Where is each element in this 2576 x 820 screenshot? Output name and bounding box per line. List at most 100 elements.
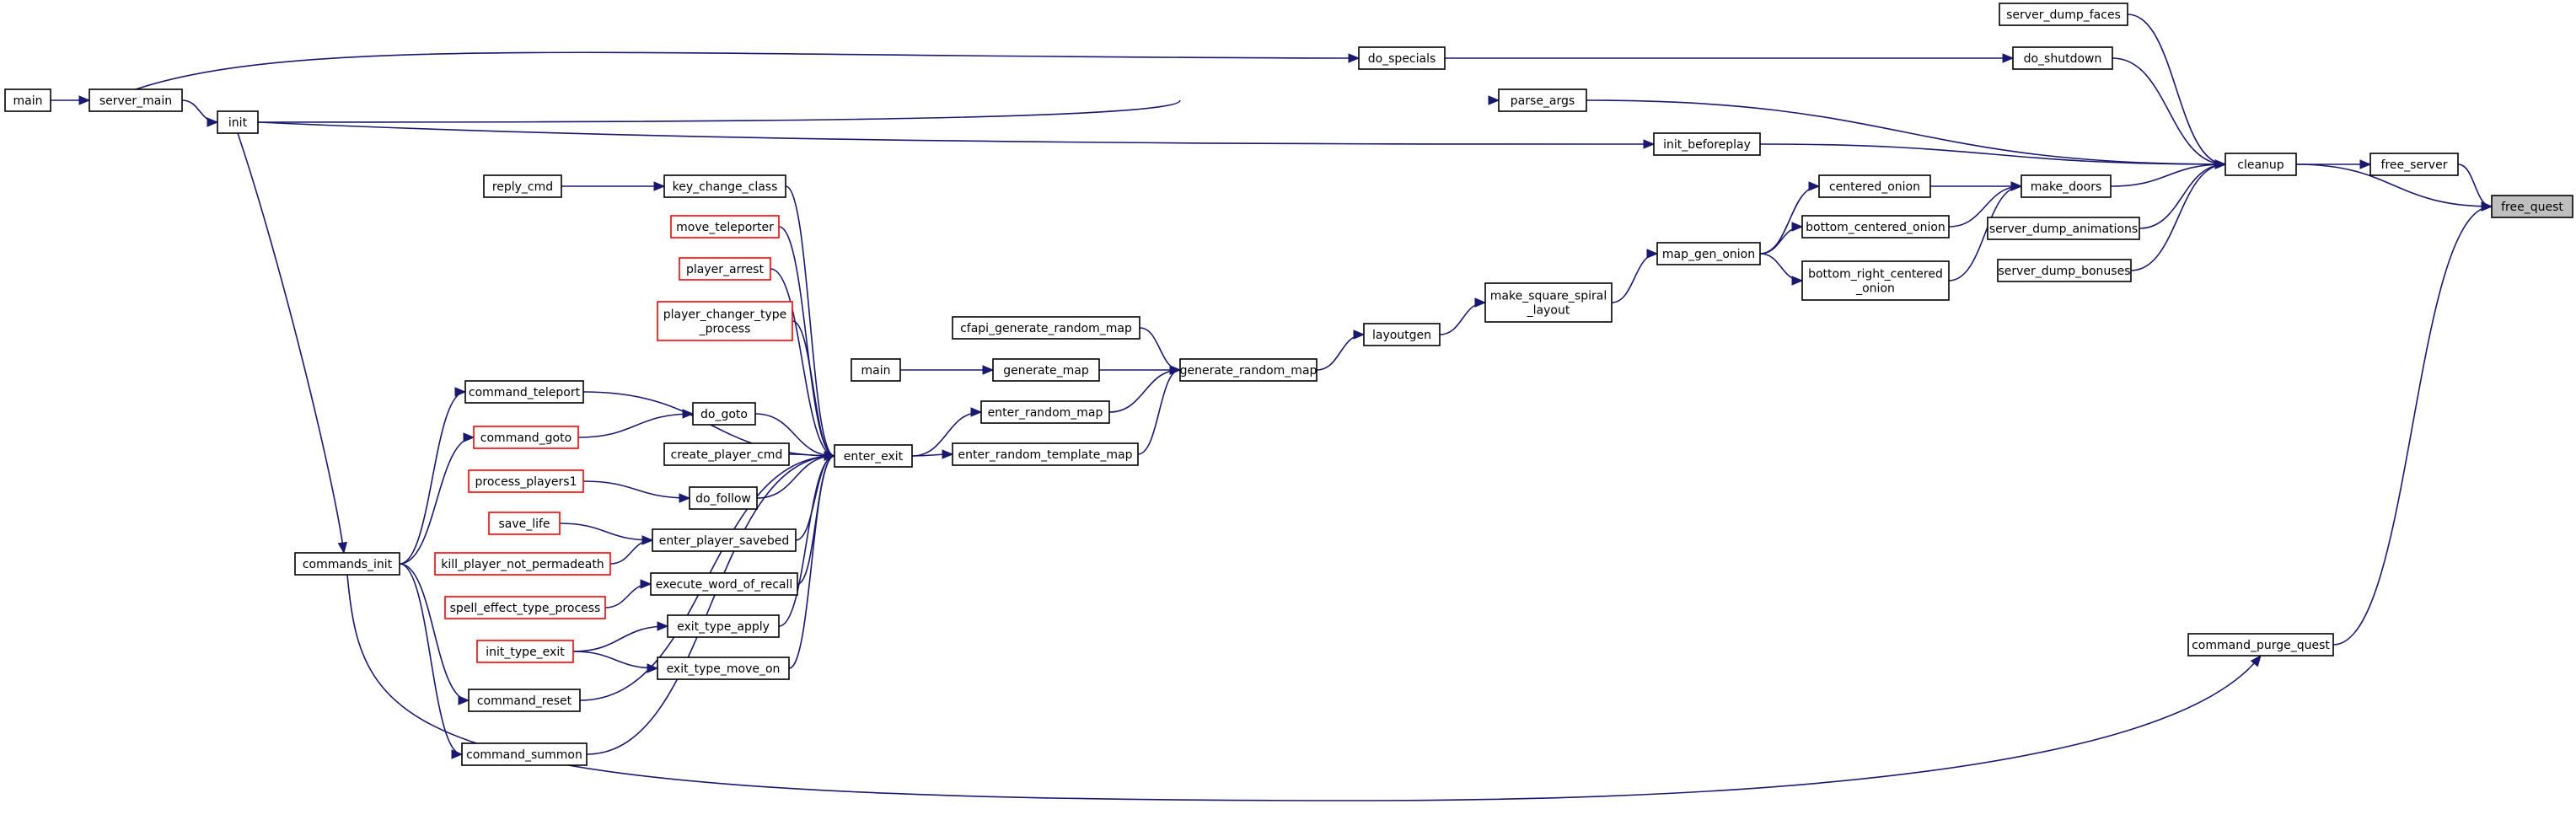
node-generate-map[interactable]: generate_map (992, 358, 1100, 382)
arrowhead-icon (824, 451, 836, 461)
node-box (692, 402, 756, 426)
node-label: server_main (99, 94, 172, 108)
node-label: exit_type_apply (677, 620, 770, 634)
edge-kill_player_not_permadeath-to-enter_player_savebed (609, 535, 654, 565)
node-kill-player-not-permadeath[interactable]: kill_player_not_permadeath (434, 552, 611, 576)
node-init-beforeplay[interactable]: init_beforeplay (1653, 132, 1761, 156)
edge-line (1137, 369, 1181, 455)
arrowhead-icon (454, 387, 467, 397)
node-init-type-exit[interactable]: init_type_exit (476, 640, 574, 663)
node-player-arrest[interactable]: player_arrest (679, 257, 771, 281)
node-label: init (228, 116, 248, 130)
arrowhead-icon (463, 432, 475, 442)
edge-map_gen_onion-to-bottom_centered_onion (1759, 222, 1804, 255)
arrowhead-icon (970, 407, 983, 417)
node-move-teleporter[interactable]: move_teleporter (670, 215, 780, 238)
node-player-changer-type-process[interactable]: player_changer_type_process (657, 301, 793, 341)
edge-line (237, 132, 345, 554)
node-generate-random-map[interactable]: generate_random_map (1179, 358, 1318, 382)
node-enter-exit[interactable]: enter_exit (834, 444, 913, 468)
node-map-gen-onion[interactable]: map_gen_onion (1656, 242, 1761, 265)
node-reply-cmd[interactable]: reply_cmd (483, 174, 562, 198)
arrowhead-icon (2214, 159, 2227, 169)
node-main-a[interactable]: main (4, 88, 51, 112)
node-main-b[interactable]: main (851, 358, 901, 382)
node-server-main[interactable]: server_main (89, 88, 183, 112)
node-server-dump-faces[interactable]: server_dump_faces (1999, 3, 2128, 26)
node-box (1484, 282, 1613, 323)
node-enter-random-template-map[interactable]: enter_random_template_map (952, 442, 1139, 466)
node-command-goto[interactable]: command_goto (473, 426, 579, 449)
node-parse-args[interactable]: parse_args (1498, 88, 1587, 112)
node-server-dump-bonuses[interactable]: server_dump_bonuses (1997, 259, 2132, 282)
node-server-dump-animations[interactable]: server_dump_animations (1987, 217, 2140, 240)
node-label: free_server (2381, 158, 2448, 172)
node-do-shutdown[interactable]: do_shutdown (2012, 46, 2113, 70)
node-layoutgen[interactable]: layoutgen (1363, 323, 1441, 346)
node-commands-init[interactable]: commands_init (294, 552, 400, 576)
node-box (468, 469, 584, 493)
edge-enter_exit-to-enter_random_template_map (911, 449, 954, 459)
edge-spell_effect_type_process-to-execute_word_of_recall (604, 579, 652, 608)
edge-commands_init-to-command_teleport (399, 387, 467, 565)
node-command-summon[interactable]: command_summon (461, 742, 588, 766)
node-label: cleanup (2237, 158, 2284, 172)
arrowhead-icon (1488, 95, 1500, 105)
node-command-reset[interactable]: command_reset (468, 689, 581, 712)
node-box (663, 442, 790, 466)
edge-line (572, 651, 658, 669)
node-box (689, 486, 758, 510)
node-label: do_goto (700, 408, 748, 421)
node-free-quest[interactable]: free_quest (2491, 195, 2573, 218)
node-command-teleport[interactable]: command_teleport (464, 380, 584, 404)
edge-bottom_right_centered_onion-to-make_doors (1948, 181, 2023, 281)
node-bottom-right-centered-onion[interactable]: bottom_right_centered_onion (1801, 260, 1950, 301)
node-label: commands_init (303, 558, 393, 571)
node-cfapi-generate-random-map[interactable]: cfapi_generate_random_map (952, 316, 1140, 340)
node-bottom-centered-onion[interactable]: bottom_centered_onion (1801, 215, 1950, 238)
node-do-follow[interactable]: do_follow (689, 486, 758, 510)
node-execute-word-of-recall[interactable]: execute_word_of_recall (650, 572, 798, 596)
node-make-square-spiral-layout[interactable]: make_square_spiral_layout (1484, 282, 1613, 323)
edge-line (754, 413, 835, 457)
node-key-change-class[interactable]: key_change_class (663, 174, 786, 198)
node-make-doors[interactable]: make_doors (2021, 174, 2112, 198)
node-box (1363, 323, 1441, 346)
edge-init-to-init_beforeplay (257, 121, 1656, 149)
edge-init-to-commands_init (237, 132, 348, 555)
node-create-player-cmd[interactable]: create_player_cmd (663, 442, 790, 466)
edge-init_type_exit-to-exit_type_apply (572, 621, 669, 652)
node-cleanup[interactable]: cleanup (2224, 153, 2297, 176)
node-label: command_reset (477, 694, 572, 708)
node-enter-player-savebed[interactable]: enter_player_savebed (652, 528, 797, 552)
node-label: exit_type_move_on (667, 662, 781, 676)
edge-line (582, 480, 690, 499)
node-exit-type-move-on[interactable]: exit_type_move_on (657, 657, 790, 680)
node-centered-onion[interactable]: centered_onion (1818, 174, 1931, 198)
node-free-server[interactable]: free_server (2369, 153, 2459, 176)
node-label: generate_map (1003, 364, 1089, 378)
node-process-players1[interactable]: process_players1 (468, 469, 584, 493)
edge-commands_init-to-command_summon (399, 563, 464, 759)
node-init[interactable]: init (217, 110, 259, 134)
edges-layer (50, 13, 2493, 801)
edge-init-to-parse_args (257, 95, 1500, 123)
node-box (657, 301, 793, 341)
edge-line (1759, 143, 2226, 165)
node-spell-effect-type-process[interactable]: spell_effect_type_process (444, 596, 606, 619)
node-do-goto[interactable]: do_goto (692, 402, 756, 426)
arrowhead-icon (640, 579, 652, 589)
node-enter-random-map[interactable]: enter_random_map (980, 400, 1110, 424)
node-do-specials[interactable]: do_specials (1358, 46, 1446, 70)
node-save-life[interactable]: save_life (488, 512, 561, 535)
node-exit-type-apply[interactable]: exit_type_apply (667, 614, 780, 638)
node-box (476, 640, 574, 663)
edge-line (257, 121, 1655, 145)
edge-map_gen_onion-to-bottom_right_centered_onion (1759, 253, 1804, 286)
edge-command_summon-to-enter_exit (586, 451, 836, 755)
edge-save_life-to-enter_player_savebed (559, 523, 654, 545)
edge-line (399, 563, 463, 755)
node-command-purge-quest[interactable]: command_purge_quest (2187, 633, 2334, 657)
edge-line (792, 320, 835, 457)
